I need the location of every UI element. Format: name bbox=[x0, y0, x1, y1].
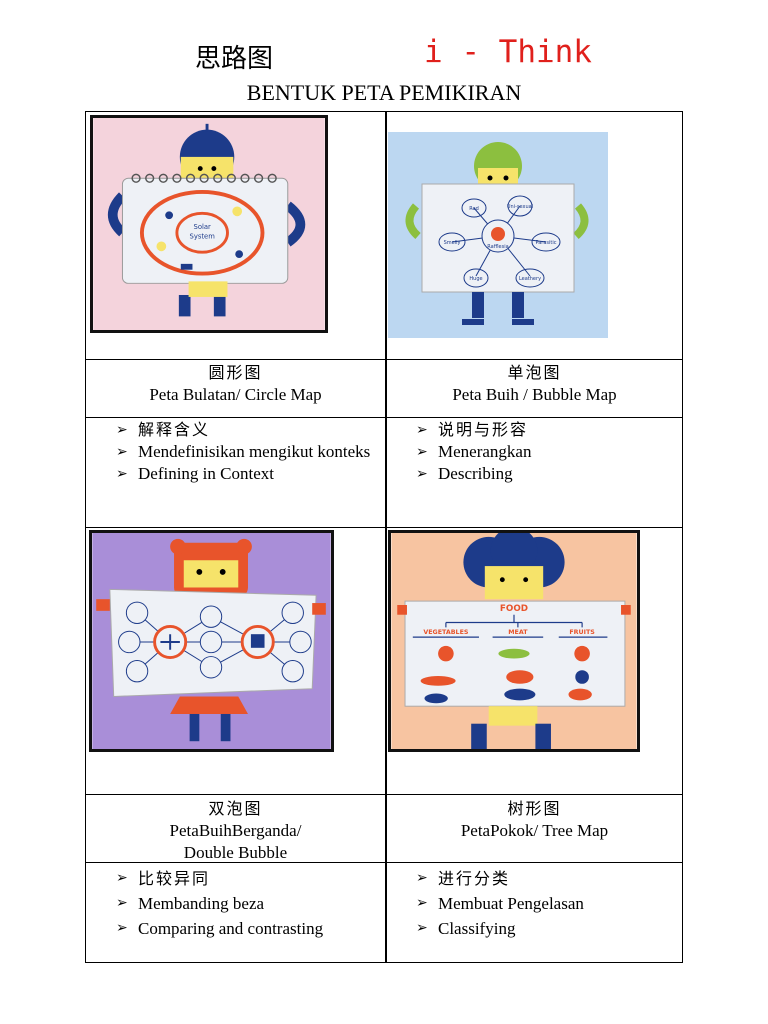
bubble-map-illustration: Rafflesia Red Uni-sexual Smelly Parasiti… bbox=[388, 132, 608, 338]
circle-map-center-label: Solar bbox=[194, 223, 212, 231]
arrow-bullet-icon: ➢ bbox=[116, 895, 128, 911]
circle-map-bullets: ➢解释含义 ➢Mendefinisikan mengikut konteks ➢… bbox=[116, 419, 378, 485]
title-chinese: 思路图 bbox=[195, 44, 274, 74]
arrow-bullet-icon: ➢ bbox=[416, 422, 428, 438]
tree-map-branch-label: VEGETABLES bbox=[423, 629, 469, 636]
arrow-bullet-icon: ➢ bbox=[416, 466, 428, 482]
arrow-bullet-icon: ➢ bbox=[116, 870, 128, 886]
tree-map-illustration: FOOD VEGETABLES MEAT FRUITS bbox=[388, 530, 640, 752]
list-item: ➢说明与形容 bbox=[416, 420, 529, 439]
row-divider bbox=[86, 862, 682, 863]
tree-map-title: 树形图 PetaPokok/ Tree Map bbox=[385, 798, 684, 842]
list-item: ➢Membuat Pengelasan bbox=[416, 891, 678, 916]
double-bubble-map-title: 双泡图 PetaBuihBerganda/ Double Bubble bbox=[86, 798, 385, 864]
circle-map-title-en: Peta Bulatan/ Circle Map bbox=[149, 385, 322, 404]
bubble-label: Leathery bbox=[519, 276, 541, 282]
bubble-map-title: 单泡图 Peta Buih / Bubble Map bbox=[385, 362, 684, 406]
bubble-label: Parasitic bbox=[535, 240, 556, 246]
arrow-bullet-icon: ➢ bbox=[116, 444, 128, 460]
list-item: ➢Describing bbox=[416, 464, 513, 483]
list-item: ➢Mendefinisikan mengikut konteks bbox=[116, 442, 371, 461]
circle-map-title-cn: 圆形图 bbox=[208, 363, 263, 382]
circle-map-illustration: Solar System bbox=[90, 115, 328, 333]
arrow-bullet-icon: ➢ bbox=[116, 466, 128, 482]
bubble-label: Smelly bbox=[444, 240, 461, 246]
tree-map-root-label: FOOD bbox=[500, 604, 528, 614]
arrow-bullet-icon: ➢ bbox=[116, 920, 128, 936]
bubble-label: Red bbox=[469, 206, 479, 212]
bubble-map-title-en: Peta Buih / Bubble Map bbox=[452, 385, 617, 404]
list-item: ➢解释含义 bbox=[116, 420, 211, 439]
double-bubble-map-title-en-line1: PetaBuihBerganda/ bbox=[169, 821, 302, 840]
arrow-bullet-icon: ➢ bbox=[416, 920, 428, 936]
list-item: ➢Membanding beza bbox=[116, 891, 384, 916]
arrow-bullet-icon: ➢ bbox=[416, 870, 428, 886]
list-item: ➢Comparing and contrasting bbox=[116, 916, 384, 941]
page-subtitle: BENTUK PETA PEMIKIRAN bbox=[246, 80, 522, 105]
tree-map-title-en: PetaPokok/ Tree Map bbox=[460, 821, 609, 840]
tree-map-title-cn: 树形图 bbox=[507, 799, 562, 818]
bubble-map-center-label: Rafflesia bbox=[487, 244, 508, 250]
list-item: ➢Classifying bbox=[416, 916, 678, 941]
circle-map-center-label: System bbox=[190, 233, 216, 241]
arrow-bullet-icon: ➢ bbox=[416, 895, 428, 911]
row-divider bbox=[86, 417, 682, 418]
row-divider bbox=[86, 794, 682, 795]
tree-map-branch-label: FRUITS bbox=[569, 629, 595, 636]
title-brand: i - Think bbox=[424, 34, 592, 70]
double-bubble-map-title-en-line2: Double Bubble bbox=[183, 843, 288, 862]
list-item: ➢进行分类 bbox=[416, 866, 678, 891]
circle-map-title: 圆形图 Peta Bulatan/ Circle Map bbox=[86, 362, 385, 406]
list-item: ➢比较异同 bbox=[116, 866, 384, 891]
bubble-map-title-cn: 单泡图 bbox=[507, 363, 562, 382]
arrow-bullet-icon: ➢ bbox=[416, 444, 428, 460]
thinking-maps-table: Solar System 圆形图 Peta Bulatan/ Circle Ma… bbox=[85, 111, 683, 963]
double-bubble-map-title-cn: 双泡图 bbox=[208, 799, 263, 818]
double-bubble-map-illustration bbox=[89, 530, 334, 752]
arrow-bullet-icon: ➢ bbox=[116, 422, 128, 438]
tree-map-branch-label: MEAT bbox=[508, 629, 528, 636]
column-divider bbox=[385, 112, 387, 962]
list-item: ➢Menerangkan bbox=[416, 442, 532, 461]
double-bubble-map-bullets: ➢比较异同 ➢Membanding beza ➢Comparing and co… bbox=[116, 866, 384, 941]
row-divider bbox=[86, 359, 682, 360]
bubble-label: Uni-sexual bbox=[507, 204, 533, 210]
tree-map-bullets: ➢进行分类 ➢Membuat Pengelasan ➢Classifying bbox=[416, 866, 678, 941]
list-item: ➢Defining in Context bbox=[116, 464, 274, 483]
row-divider bbox=[86, 527, 682, 528]
bubble-map-bullets: ➢说明与形容 ➢Menerangkan ➢Describing bbox=[416, 419, 678, 485]
bubble-label: Huge bbox=[469, 276, 482, 282]
